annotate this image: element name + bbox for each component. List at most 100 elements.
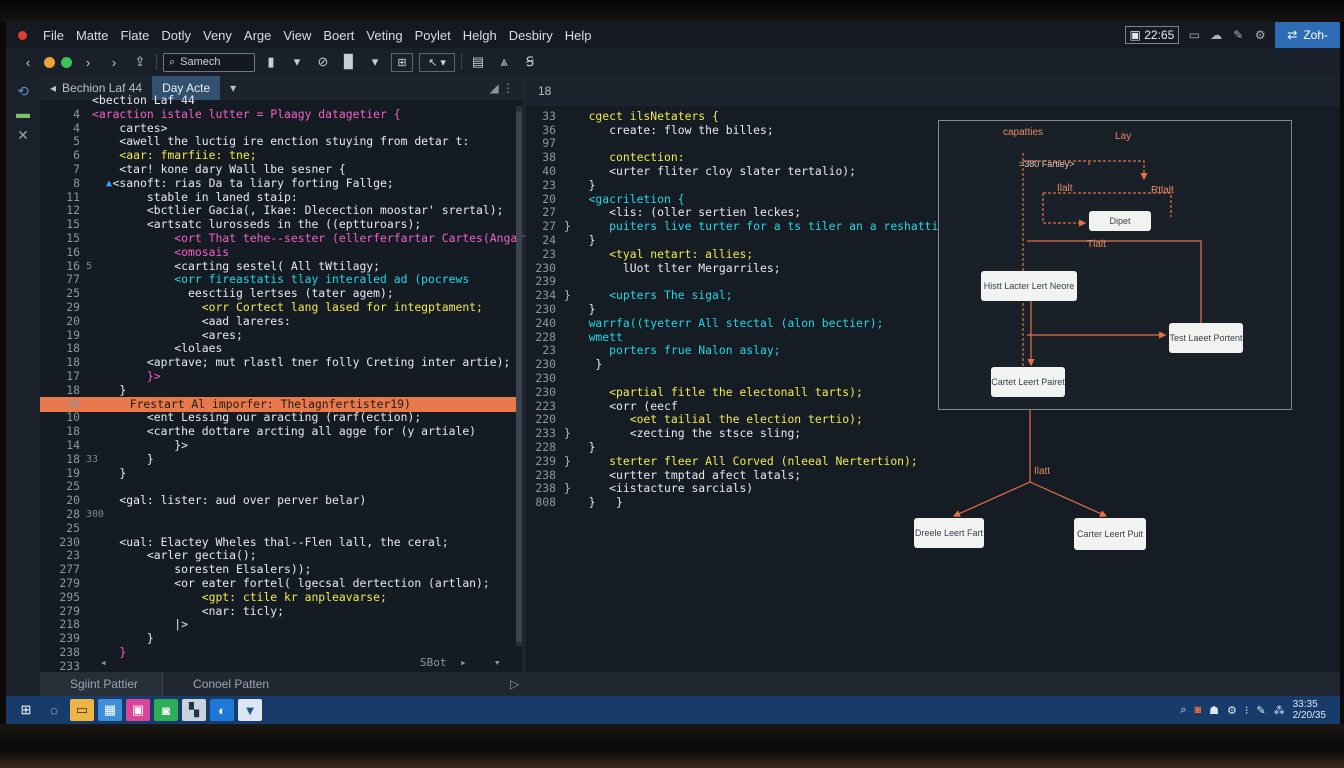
menu-item-flate[interactable]: Flate [120, 27, 150, 43]
line-number: 15 [66, 217, 80, 232]
menu-item-poylet[interactable]: Poylet [414, 27, 451, 43]
code-line: <or eater fortel( lgecsal dertection (ar… [92, 576, 490, 590]
line-number: 4 [73, 106, 80, 121]
tab-dropdown-icon[interactable]: ▾ [230, 81, 237, 95]
horizontal-scrollbar[interactable]: ◂ SBot ▸ ▾ [100, 656, 520, 669]
brace-marker: } [564, 481, 571, 496]
account-button[interactable]: ⇄Zoh‑ [1275, 22, 1340, 48]
taskbar-clock[interactable]: 33:35 2/20/35 [1293, 699, 1326, 721]
line-number: 18 [66, 396, 80, 411]
line-number: 230 [59, 534, 80, 549]
mic-icon[interactable]: ⁝ [1244, 704, 1249, 717]
minimize-dot-icon[interactable] [44, 56, 55, 68]
globe-icon[interactable]: ⊘ [317, 54, 329, 69]
back-icon[interactable]: ‹ [25, 54, 31, 70]
clock[interactable]: ▣ 22:65 [1124, 26, 1180, 44]
edge-icon[interactable]: ◐ [210, 699, 234, 721]
diagram-node[interactable]: Dreele Leert Fart [914, 518, 984, 548]
share-icon[interactable]: ⇪ [134, 54, 146, 69]
file-icon[interactable]: ▮ [267, 54, 275, 69]
chevron-down-icon[interactable]: ▾ [293, 54, 301, 69]
hscroll-label: SBot [420, 656, 447, 669]
diagram-node[interactable]: Test Laeet Portent [1169, 323, 1243, 353]
menu-item-helgh[interactable]: Helgh [462, 27, 497, 43]
code-line: } [568, 233, 596, 247]
pen-icon[interactable]: ✎ [1256, 704, 1266, 717]
code-line: <zecting the stsce sling; [568, 426, 802, 441]
tab-conoel-patten[interactable]: Conoel Patten [193, 677, 270, 691]
settings-icon[interactable]: ⚙ [1227, 704, 1237, 717]
diagram-node[interactable]: Dipet [1089, 211, 1151, 231]
forward-alt-icon[interactable]: › [111, 54, 117, 70]
forward-icon[interactable]: › [85, 54, 91, 70]
media-icon[interactable]: ▣ [126, 699, 150, 721]
line-number: 20 [66, 493, 80, 508]
panel-toggle-icon[interactable]: ▷ [510, 677, 520, 691]
minus-icon[interactable]: ▬ [16, 105, 30, 121]
menu-item-veny[interactable]: Veny [203, 27, 232, 43]
diagram-node[interactable]: Histt Lacter Lert Neore [981, 271, 1077, 301]
folder-icon[interactable]: ▭ [70, 699, 94, 721]
network-icon[interactable]: ⁂ [1273, 704, 1285, 717]
menu-item-arge[interactable]: Arge [243, 27, 272, 43]
tab-day-acte[interactable]: Day Acte [152, 76, 221, 100]
windows-icon[interactable]: ⊞ [20, 702, 32, 717]
chevron-down-icon[interactable]: ▾ [371, 54, 379, 69]
menu-item-view[interactable]: View [283, 27, 312, 43]
fold-marker[interactable]: ▲ [106, 177, 113, 189]
tab-sgiint-pattier[interactable]: Sgiint Pattier [40, 672, 164, 696]
menu-item-help[interactable]: Help [564, 27, 592, 43]
diagram-node[interactable]: Cartet Leert Pairet [991, 367, 1065, 397]
clipboard-icon[interactable]: ▉ [344, 54, 354, 69]
line-number: 11 [66, 189, 80, 204]
sync-icon[interactable]: ⟲ [17, 82, 29, 99]
scrollbar-thumb[interactable] [516, 112, 522, 642]
people-icon[interactable]: ☗ [1209, 704, 1220, 717]
search-icon[interactable]: ⌕ [1180, 703, 1187, 716]
note-icon[interactable]: ▼ [238, 699, 262, 721]
scroll-left-icon[interactable]: ◂ [100, 656, 107, 669]
shape-icon[interactable]: ⩓ [500, 54, 508, 69]
chat-icon[interactable]: ◙ [154, 699, 178, 721]
menu-item-matte[interactable]: Matte [75, 27, 109, 43]
files-icon[interactable]: ▦ [98, 699, 122, 721]
browser-icon[interactable]: ◌ [50, 702, 58, 718]
line-number: 4 [73, 120, 80, 135]
pointer-tool-icon[interactable]: ↖ ▾ [419, 52, 455, 72]
code-line: <ent Lessing our aracting (rarf(ection); [92, 410, 422, 425]
code-line: <nar: ticly; [92, 603, 285, 618]
code-line: <aprtave; mut rlastl tner folly Creting … [92, 355, 511, 370]
pen-icon[interactable]: ✎ [1233, 28, 1244, 42]
fold-marker[interactable]: 5 [86, 260, 93, 272]
menu-item-dotly[interactable]: Dotly [161, 27, 191, 43]
tools-icon[interactable]: ✕ [17, 126, 29, 143]
panel-icon[interactable]: ▤ [471, 54, 485, 69]
diagram-node[interactable]: Carter Leert Puit [1074, 518, 1146, 550]
split-icon[interactable]: ◢ ⋮ [489, 81, 514, 95]
gear-icon[interactable]: ⚙ [1254, 28, 1266, 42]
scroll-down-icon[interactable]: ▾ [494, 656, 501, 669]
maximize-dot-icon[interactable] [61, 56, 72, 68]
monitor-bezel-bottom [0, 724, 1344, 768]
vertical-scrollbar[interactable] [516, 106, 522, 646]
tab-bechion[interactable]: ◂Bechion Laf 44 [40, 76, 152, 100]
line-number: 277 [59, 562, 80, 577]
search-input[interactable]: ⌕Samech [163, 52, 255, 72]
editor-icon[interactable]: ▚ [182, 699, 206, 721]
scroll-right-icon[interactable]: ▸ [460, 656, 467, 669]
fold-marker[interactable]: 300 [86, 509, 105, 520]
close-icon[interactable] [18, 30, 27, 40]
text-tool-icon[interactable]: Ꞩ [525, 54, 535, 69]
alert-icon[interactable]: ◙ [1194, 704, 1202, 716]
monitor-icon[interactable]: ▭ [1188, 28, 1200, 42]
menu-item-desbiry[interactable]: Desbiry [508, 27, 553, 43]
brace-marker: } [564, 288, 571, 303]
code-line: <partial fitle the electonall tarts); [568, 384, 863, 399]
menu-item-veting[interactable]: Veting [366, 27, 403, 43]
line-number: 19 [66, 465, 80, 480]
grid-icon[interactable]: ⊞ [391, 52, 413, 72]
menu-item-file[interactable]: File [43, 27, 64, 43]
menu-item-boert[interactable]: Boert [323, 27, 355, 43]
cloud-icon[interactable]: ☁ [1210, 28, 1223, 42]
fold-marker[interactable]: 33 [86, 453, 99, 465]
